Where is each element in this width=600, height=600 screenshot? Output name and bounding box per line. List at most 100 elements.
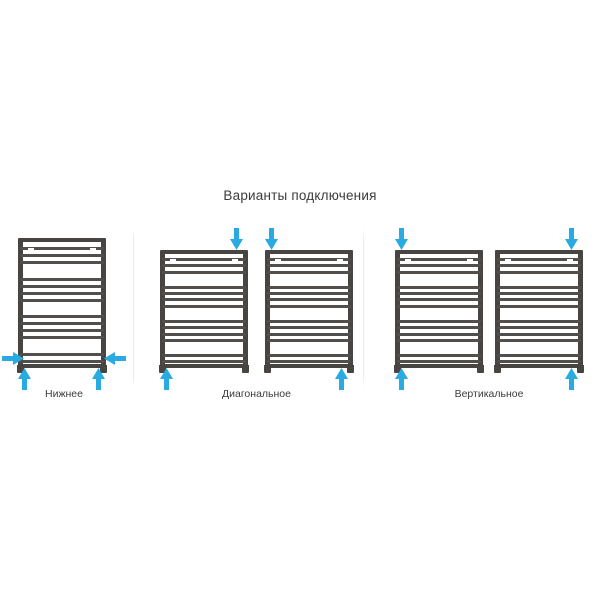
rail-rung	[267, 264, 351, 267]
rail-foot-right	[347, 365, 354, 373]
rail-rung	[162, 305, 246, 308]
rail-rung	[497, 305, 581, 308]
rail-rung	[397, 264, 481, 267]
rail-rung	[267, 298, 351, 301]
rail-rung	[20, 285, 104, 288]
rail-rung	[267, 250, 351, 254]
rail-rung	[497, 364, 581, 368]
page-title: Варианты подключения	[223, 188, 377, 203]
rail-rung	[162, 320, 246, 323]
rail-rung	[162, 333, 246, 336]
rail-rung	[162, 271, 246, 274]
towel-rail	[394, 250, 484, 373]
rail-rung	[497, 271, 581, 274]
rail-rung	[397, 364, 481, 368]
rail-rung	[20, 247, 104, 250]
mounting-bracket-notch	[505, 259, 511, 261]
rail-foot-right	[242, 365, 249, 373]
arrow-down-top-right-icon	[565, 228, 578, 250]
arrow-down-top-right-icon	[230, 228, 243, 250]
caption-vertical: Вертикальное	[454, 388, 524, 400]
rail-foot-left	[17, 365, 24, 373]
rail-rung	[20, 336, 104, 339]
mounting-bracket-notch	[467, 259, 473, 261]
section-divider-1	[133, 228, 134, 388]
rail-rung	[397, 286, 481, 289]
rail-rung	[162, 298, 246, 301]
rail-foot-left	[394, 365, 401, 373]
rail-rung	[397, 292, 481, 295]
rail-rung	[497, 292, 581, 295]
arrow-inward-left-icon	[2, 352, 24, 365]
rail-rung	[162, 292, 246, 295]
rail-rung	[267, 320, 351, 323]
rail-rung	[20, 238, 104, 242]
rail-rung	[20, 353, 104, 356]
rail-rung	[397, 320, 481, 323]
arrow-up-right-icon	[92, 368, 105, 390]
rail-rung	[397, 360, 481, 363]
rail-post-left	[160, 250, 165, 368]
towel-rail	[17, 238, 107, 373]
rail-post-right	[578, 250, 583, 368]
rail-foot-right	[100, 365, 107, 373]
rail-rung	[267, 271, 351, 274]
rail-post-left	[395, 250, 400, 368]
rail-foot-right	[477, 365, 484, 373]
rail-rung	[20, 261, 104, 264]
mounting-bracket-notch	[275, 259, 281, 261]
rail-rung	[267, 292, 351, 295]
rail-rung	[267, 305, 351, 308]
rail-rung	[497, 333, 581, 336]
rail-rung	[20, 322, 104, 325]
rail-rung	[267, 258, 351, 261]
caption-bottom: Нижнее	[45, 388, 83, 400]
mounting-bracket-notch	[28, 248, 34, 250]
rail-post-left	[265, 250, 270, 368]
arrow-up-left-icon	[18, 368, 31, 390]
mounting-bracket-notch	[232, 259, 238, 261]
rail-rung	[497, 354, 581, 357]
arrow-up-bottom-right-icon	[565, 368, 578, 390]
caption-diagonal: Диагональное	[222, 388, 291, 400]
mounting-bracket-notch	[405, 259, 411, 261]
mounting-bracket-notch	[170, 259, 176, 261]
section-divider-2	[363, 228, 364, 388]
rail-rung	[497, 250, 581, 254]
rail-rung	[397, 258, 481, 261]
rail-rung	[497, 264, 581, 267]
rail-rung	[497, 298, 581, 301]
rail-rung	[162, 354, 246, 357]
rail-rung	[20, 278, 104, 281]
rail-rung	[397, 326, 481, 329]
rail-rung	[397, 298, 481, 301]
rail-rung	[20, 299, 104, 302]
rail-rung	[20, 254, 104, 257]
arrow-up-bottom-right-icon	[335, 368, 348, 390]
rail-rung	[397, 339, 481, 342]
arrow-down-top-left-icon	[395, 228, 408, 250]
rail-post-right	[243, 250, 248, 368]
rail-foot-left	[159, 365, 166, 373]
rail-post-right	[478, 250, 483, 368]
rail-rung	[397, 250, 481, 254]
rail-rung	[497, 326, 581, 329]
rail-rung	[267, 364, 351, 368]
rail-rung	[267, 333, 351, 336]
rail-foot-left	[264, 365, 271, 373]
rail-post-right	[348, 250, 353, 368]
rail-rung	[20, 364, 104, 368]
rail-rung	[162, 250, 246, 254]
rail-rung	[162, 264, 246, 267]
rail-rung	[267, 326, 351, 329]
rail-rung	[162, 364, 246, 368]
towel-rail	[494, 250, 584, 373]
rail-rung	[267, 360, 351, 363]
rail-post-left	[18, 238, 23, 368]
rail-rung	[20, 329, 104, 332]
rail-foot-left	[494, 365, 501, 373]
towel-rail	[264, 250, 354, 373]
rail-rung	[162, 360, 246, 363]
rail-rung	[162, 339, 246, 342]
